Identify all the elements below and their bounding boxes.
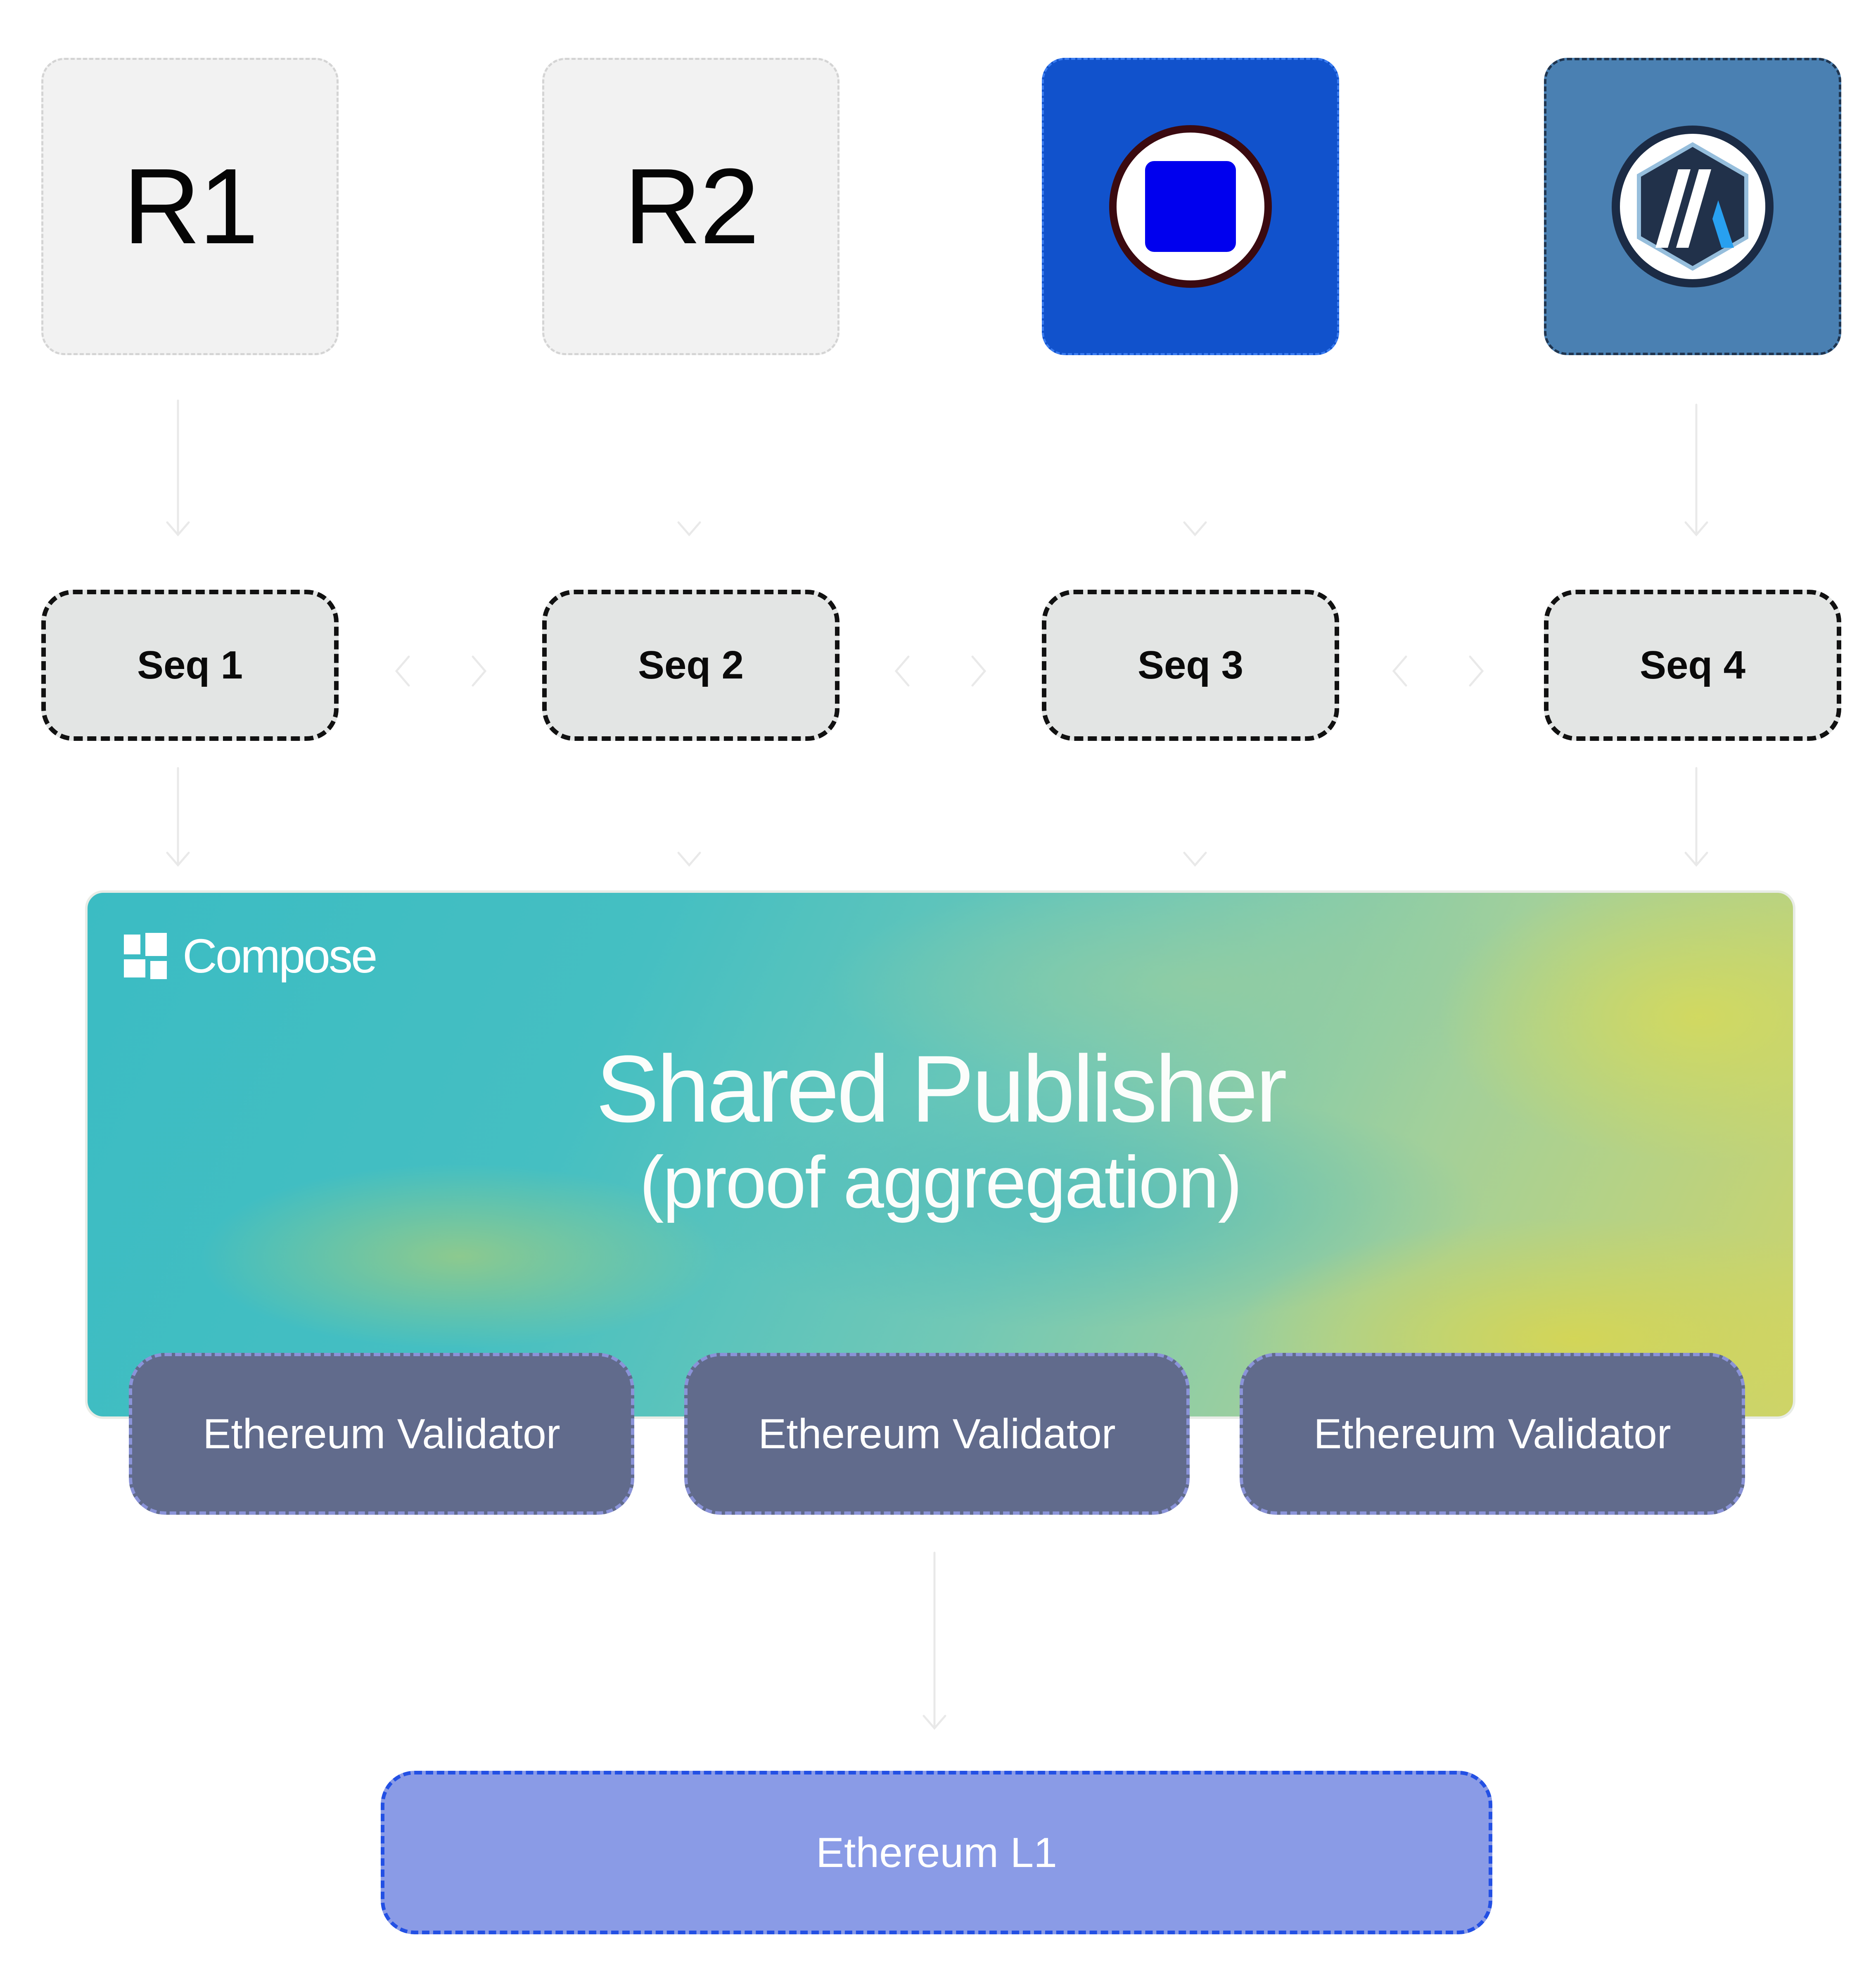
validator-label: Ethereum Validator <box>1314 1410 1671 1457</box>
stop-square-icon <box>1109 125 1272 288</box>
rollup-tile-r2: R2 <box>542 58 839 355</box>
arrow-seq3-panel <box>1183 852 1207 867</box>
arrow-seq1-panel <box>166 767 190 867</box>
sequencer-label: Seq 1 <box>137 643 243 687</box>
sequencer-box: Seq 3 <box>1042 590 1339 741</box>
sequencer-label: Seq 2 <box>638 643 744 687</box>
arbitrum-logo-icon <box>1612 126 1774 287</box>
shared-publisher-panel: Compose Shared Publisher (proof aggregat… <box>85 890 1795 1419</box>
bidir-arrow-seq1-seq2 <box>395 655 487 687</box>
arrow-r4-seq4 <box>1684 403 1708 536</box>
compose-logo-icon <box>124 933 167 979</box>
arrow-r1-seq1 <box>166 399 190 536</box>
panel-title: Shared Publisher <box>595 1036 1287 1142</box>
sequencer-box: Seq 1 <box>41 590 339 741</box>
arrow-r2-seq2 <box>677 521 701 536</box>
validator-label: Ethereum Validator <box>203 1410 560 1457</box>
l1-label: Ethereum L1 <box>816 1829 1057 1876</box>
arrow-validators-l1 <box>922 1551 946 1730</box>
rollup-tile-r4 <box>1544 58 1841 355</box>
panel-subtitle: (proof aggregation) <box>639 1141 1243 1223</box>
validator-box: Ethereum Validator <box>129 1353 634 1515</box>
ethereum-l1-box: Ethereum L1 <box>381 1771 1492 1934</box>
bidir-arrow-seq2-seq3 <box>894 655 986 687</box>
bidir-arrow-seq3-seq4 <box>1392 655 1484 687</box>
validator-box: Ethereum Validator <box>684 1353 1190 1515</box>
brand-name: Compose <box>183 929 377 983</box>
arrow-r3-seq3 <box>1183 521 1207 536</box>
sequencer-box: Seq 4 <box>1544 590 1841 741</box>
rollup-label: R1 <box>123 147 258 266</box>
compose-brand: Compose <box>121 928 377 984</box>
rollup-label: R2 <box>624 147 759 266</box>
validator-label: Ethereum Validator <box>758 1410 1116 1457</box>
sequencer-label: Seq 4 <box>1639 643 1746 687</box>
sequencer-label: Seq 3 <box>1137 643 1244 687</box>
arrow-seq2-panel <box>677 852 701 867</box>
sequencer-box: Seq 2 <box>542 590 839 741</box>
arrow-seq4-panel <box>1684 767 1708 867</box>
rollup-tile-r3 <box>1042 58 1339 355</box>
rollup-tile-r1: R1 <box>41 58 339 355</box>
validator-box: Ethereum Validator <box>1240 1353 1745 1515</box>
